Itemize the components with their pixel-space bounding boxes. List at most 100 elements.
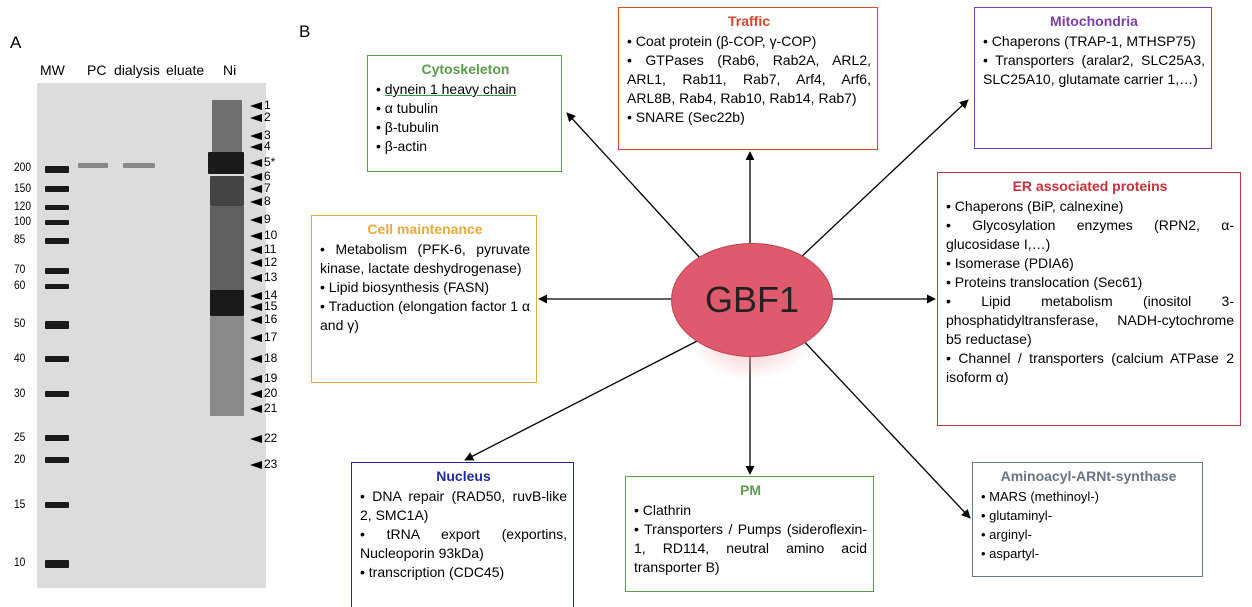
- mw-label: 120: [14, 199, 32, 213]
- item-text: Lipid metabolism (inositol 3-phosphatidy…: [946, 293, 1234, 347]
- band-arrow: [250, 185, 262, 193]
- list-item: • glutaminyl-: [981, 508, 1053, 523]
- list-item: • DNA repair (RAD50, ruvB-like 2, SMC1A): [360, 488, 567, 523]
- mw-label: 40: [14, 351, 26, 365]
- item-text: dynein 1 heavy chain: [384, 81, 517, 97]
- list-item: • MARS (methinoyl-): [981, 489, 1099, 504]
- band-arrow: [250, 461, 262, 469]
- list-item: • Channel / transporters (calcium ATPase…: [946, 350, 1234, 385]
- band-number: 15: [264, 299, 278, 313]
- band-number: 2: [264, 110, 271, 124]
- panel-b-letter: B: [299, 22, 311, 41]
- list-item: • Metabolism (PFK-6, pyruvate kinase, la…: [320, 241, 530, 276]
- gel-panel: A MW PC dialysis eluate Ni 200 150 120 1…: [0, 0, 300, 607]
- list-item: • Coat protein (β-COP, γ-COP): [627, 33, 817, 49]
- item-text: Lipid biosynthesis (FASN): [328, 279, 490, 295]
- ladder-band: [45, 560, 69, 568]
- band-number: 11: [264, 242, 277, 256]
- item-text: transcription (CDC45): [368, 564, 505, 580]
- list-item: • β-actin: [376, 138, 428, 154]
- band-arrow: [250, 143, 262, 151]
- mw-label: 20: [14, 452, 26, 466]
- band-number: 13: [264, 270, 278, 284]
- band-number: 5*: [264, 155, 276, 169]
- list-item: • Lipid biosynthesis (FASN): [320, 279, 490, 295]
- list-item: • Lipid metabolism (inositol 3-phosphati…: [946, 293, 1234, 347]
- item-text: tRNA export (exportins, Nucleoporin 93kD…: [360, 526, 567, 561]
- band-arrow: [250, 246, 262, 254]
- ladder-band: [45, 166, 69, 173]
- mw-label: 200: [14, 160, 32, 174]
- list-item: • β-tubulin: [376, 119, 439, 135]
- list-item: • arginyl-: [981, 527, 1032, 542]
- pm-title: PM: [740, 482, 761, 498]
- ni-lane-smear: [210, 176, 244, 206]
- gbf1-node: GBF1: [671, 243, 833, 357]
- list-item: • dynein 1 heavy chain: [376, 81, 517, 97]
- nucleus-title: Nucleus: [436, 468, 491, 484]
- mitochondria-box: Mitochondria • Chaperons (TRAP-1, MTHSP7…: [974, 7, 1212, 149]
- band-number: 18: [264, 351, 278, 365]
- band-arrow: [250, 114, 262, 122]
- ni-lane-smear: [210, 316, 244, 416]
- list-item: • aspartyl-: [981, 546, 1040, 561]
- band-number: 20: [264, 386, 278, 400]
- band-number: 9: [264, 212, 271, 226]
- mw-label: 25: [14, 430, 26, 444]
- item-text: β-actin: [384, 138, 428, 154]
- item-text: β-tubulin: [384, 119, 439, 135]
- item-text: Clathrin: [642, 502, 692, 518]
- band-number: 10: [264, 228, 278, 242]
- ladder-band: [45, 220, 69, 225]
- ni-lane-smear: [212, 100, 242, 160]
- ladder-band: [45, 356, 69, 362]
- item-text: Chaperons (TRAP-1, MTHSP75): [991, 33, 1196, 49]
- cytoskeleton-title: Cytoskeleton: [421, 61, 510, 77]
- list-item: • Glycosylation enzymes (RPN2, α-glucosi…: [946, 217, 1234, 252]
- item-text: MARS (methinoyl-): [989, 489, 1099, 504]
- ladder-band: [45, 205, 69, 210]
- list-item: • Chaperons (BiP, calnexine): [946, 198, 1124, 214]
- list-item: • Isomerase (PDIA6): [946, 255, 1074, 271]
- band-number: 1: [264, 98, 271, 112]
- ladder-band: [45, 284, 69, 289]
- item-text: aspartyl-: [989, 546, 1040, 561]
- ladder-band: [45, 502, 69, 508]
- ladder-band: [45, 457, 69, 463]
- item-text: arginyl-: [989, 527, 1032, 542]
- band-arrow: [250, 159, 262, 167]
- list-item: • α tubulin: [376, 100, 439, 116]
- item-text: Metabolism (PFK-6, pyruvate kinase, lact…: [320, 241, 530, 276]
- band-arrow: [250, 173, 262, 181]
- band-arrow: [250, 274, 262, 282]
- band-arrow: [250, 132, 262, 140]
- traffic-box: Traffic • Coat protein (β-COP, γ-COP) • …: [618, 7, 878, 150]
- mw-label: 15: [14, 497, 26, 511]
- ladder-band: [45, 391, 69, 397]
- list-item: • Transporters (aralar2, SLC25A3, SLC25A…: [983, 52, 1205, 87]
- dialysis-band: [123, 163, 155, 168]
- ladder-band: [45, 435, 69, 441]
- mw-label: 85: [14, 232, 26, 246]
- band-arrow: [250, 375, 262, 383]
- mw-label: 30: [14, 386, 26, 400]
- band-arrow: [250, 259, 262, 267]
- item-text: Coat protein (β-COP, γ-COP): [635, 33, 817, 49]
- band-number: 22: [264, 431, 278, 445]
- ni-band: [210, 290, 244, 316]
- band-arrow: [250, 390, 262, 398]
- list-item: • transcription (CDC45): [360, 564, 505, 580]
- band-number: 17: [264, 330, 278, 344]
- nucleus-box: Nucleus • DNA repair (RAD50, ruvB-like 2…: [351, 462, 574, 607]
- band-arrow: [250, 316, 262, 324]
- item-text: Isomerase (PDIA6): [954, 255, 1074, 271]
- item-text: SNARE (Sec22b): [635, 109, 745, 125]
- panel-a-letter: A: [10, 33, 22, 52]
- list-item: • Proteins translocation (Sec61): [946, 274, 1143, 290]
- band-arrow: [250, 292, 262, 300]
- ladder-band: [45, 238, 69, 244]
- mw-label: 10: [14, 555, 26, 569]
- band-arrow: [250, 303, 262, 311]
- list-item: • Clathrin: [634, 502, 692, 518]
- item-text: Transporters / Pumps (sideroflexin-1, RD…: [634, 521, 867, 575]
